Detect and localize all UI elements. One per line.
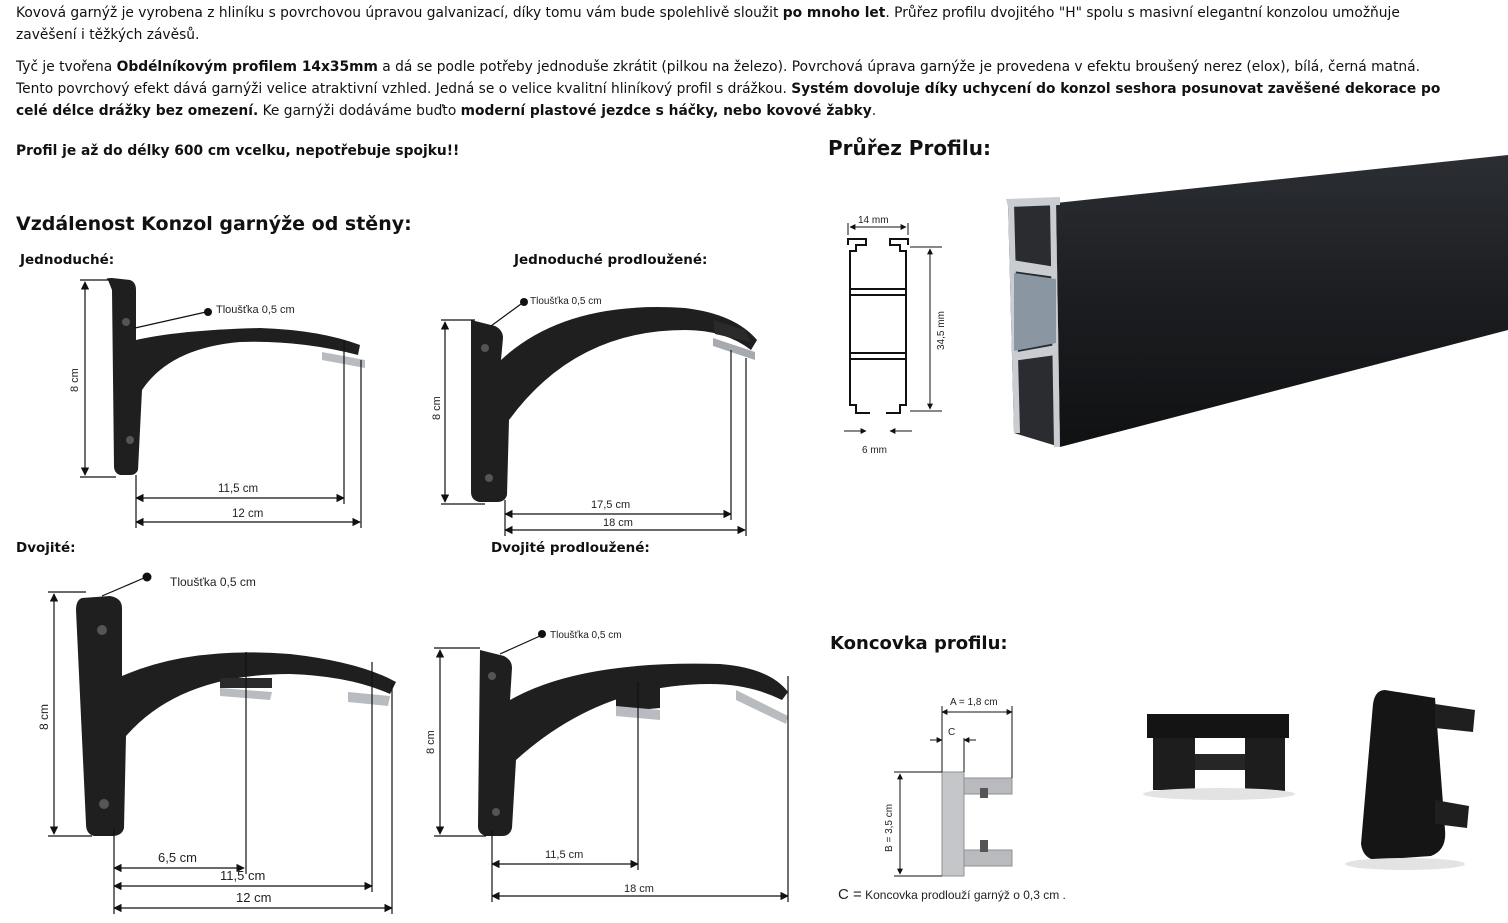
endcap-dimension-diagram: A = 1,8 cm C B = 3,5 cm: [884, 697, 1013, 877]
intro-paragraph-3: Profil je až do délky 600 cm vcelku, nep…: [16, 143, 460, 159]
double-dim-0: 6,5 cm: [158, 850, 197, 865]
endcap-note-text: Koncovka prodlouží garnýž o 0,3 cm .: [865, 888, 1066, 902]
single-dim-2: 12 cm: [232, 508, 263, 520]
double-extended-dim-1: 11,5 cm: [545, 849, 583, 861]
intro-p2-text-supply: Ke garnýži dodáváme buďto: [258, 103, 461, 119]
intro-paragraph-1: Kovová garnýž je vyrobena z hliníku s po…: [16, 2, 1456, 46]
single-extended-bracket-shape: [471, 307, 757, 502]
double-bracket-shape: [76, 596, 396, 836]
endcap-c-label: C: [948, 727, 955, 738]
intro-p1-text: Kovová garnýž je vyrobena z hliníku s po…: [16, 5, 783, 21]
double-extended-dim-2: 18 cm: [624, 883, 654, 895]
single-extended-bracket-diagram: Tloušťka 0,5 cm 8 cm 17,5 cm 18 cm: [431, 296, 757, 536]
double-height-label: 8 cm: [37, 704, 51, 730]
double-bracket-diagram: Tloušťka 0,5 cm 8 cm 6,5 cm 11,5 cm 12 c…: [37, 572, 396, 914]
single-height-label: 8 cm: [69, 368, 81, 392]
double-extended-height-label: 8 cm: [425, 730, 437, 754]
rail-top-lip: [1006, 197, 1060, 207]
intro-p2-bold-runners: moderní plastové jezdce s háčky, nebo ko…: [460, 103, 872, 119]
intro-p2-text: Tyč je tvořena: [16, 59, 117, 75]
intro-p1-bold: po mnoho let: [782, 5, 886, 21]
double-extended-bracket-dimensions: [434, 635, 789, 902]
endcap-drawing-shape: [941, 771, 1013, 877]
endcap-photo-right: [1345, 690, 1475, 870]
single-extended-bracket-dimensions: [440, 303, 747, 536]
intro-p1-text-end: . Průřez profilu dvojitého "H" spolu s m…: [16, 5, 1400, 43]
intro-p2-text-end: .: [871, 103, 877, 119]
rail-web-bottom: [1012, 345, 1056, 361]
heading-profile-section: Průřez Profilu:: [828, 136, 991, 160]
profile-height-label: 34,5 mm: [936, 311, 947, 350]
endcap-product-photo: [1135, 680, 1508, 880]
single-thickness-dot: [204, 308, 212, 316]
rail-inner-channel: [1014, 273, 1056, 351]
double-extended-thickness-dot: [538, 630, 546, 638]
single-bracket-dimensions: [80, 279, 362, 528]
endcap-a-label: A = 1,8 cm: [950, 697, 998, 708]
profile-cross-section-diagram: 14 mm 34,5 mm 6 mm: [844, 215, 947, 456]
double-extended-thickness-label: Tloušťka 0,5 cm: [550, 630, 622, 641]
single-dim-1: 11,5 cm: [218, 483, 258, 495]
profile-dimensions: [844, 223, 942, 434]
label-double: Dvojité:: [16, 540, 76, 556]
label-double-extended: Dvojité prodloužené:: [491, 540, 650, 556]
heading-endcap: Koncovka profilu:: [830, 633, 1008, 654]
intro-p2-bold-profile: Obdélníkovým profilem 14x35mm: [116, 59, 378, 75]
single-extended-thickness-dot: [520, 298, 528, 306]
double-extended-bracket-diagram: Tloušťka 0,5 cm 8 cm 11,5 cm 18 cm: [425, 630, 789, 902]
single-extended-thickness-label: Tloušťka 0,5 cm: [530, 296, 602, 307]
double-bracket-dimensions: [48, 577, 393, 914]
single-extended-dim-1: 17,5 cm: [591, 499, 630, 511]
intro-p2-bold-system: Systém dovoluje díky uchycení do konzol …: [16, 81, 1441, 119]
heading-bracket-distance: Vzdálenost Konzol garnýže od stěny:: [16, 213, 412, 235]
endcap-note-c: C =: [838, 886, 862, 903]
single-bracket-diagram: Tloušťka 0,5 cm 8 cm 11,5 cm 12 cm: [69, 278, 365, 528]
intro-p2-text-mid: a dá se podle potřeby jednoduše zkrátit …: [16, 59, 1420, 97]
intro-paragraph-2: Tyč je tvořena Obdélníkovým profilem 14x…: [16, 56, 1456, 122]
endcap-note: C = Koncovka prodlouží garnýž o 0,3 cm .: [838, 886, 1066, 903]
double-extended-bracket-shape: [478, 650, 788, 836]
single-thickness-label: Tloušťka 0,5 cm: [216, 304, 295, 316]
endcap-b-label: B = 3,5 cm: [884, 804, 895, 852]
profile-width-top-label: 14 mm: [858, 215, 889, 226]
double-dim-2: 12 cm: [236, 890, 271, 905]
profile-rail-image: [1006, 155, 1508, 447]
double-thickness-label: Tloušťka 0,5 cm: [170, 575, 256, 589]
endcap-dimensions: [894, 706, 1013, 877]
double-thickness-dot: [142, 572, 152, 582]
single-extended-height-label: 8 cm: [431, 396, 443, 420]
label-single: Jednoduché:: [20, 252, 115, 268]
label-single-extended: Jednoduché prodloužené:: [514, 252, 708, 268]
profile-outline: [847, 238, 909, 414]
single-extended-dim-2: 18 cm: [603, 517, 633, 529]
double-dim-1: 11,5 cm: [220, 868, 265, 883]
rail-web-top: [1012, 260, 1056, 277]
rail-face: [1056, 155, 1508, 447]
profile-width-slot-label: 6 mm: [862, 445, 887, 456]
endcap-photo-left: [1143, 714, 1295, 800]
